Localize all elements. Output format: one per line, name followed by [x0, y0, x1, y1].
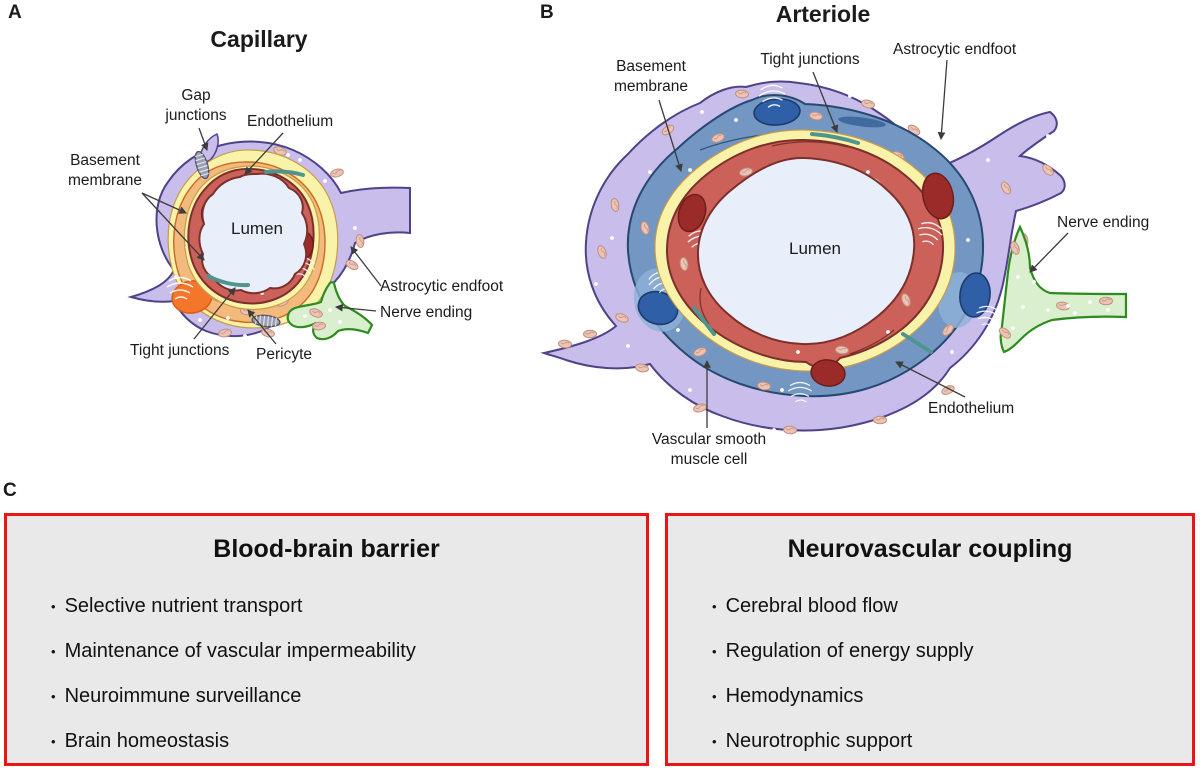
leader-tight-junctions-a: [193, 287, 236, 340]
tight-junction-mark: [810, 132, 860, 145]
leader-tight-junctions-b: [812, 71, 839, 133]
bullet-icon: •: [51, 689, 56, 704]
endothelial-flap: [771, 141, 849, 148]
label-tight-junctions-a: Tight junctions: [130, 342, 230, 359]
leader-lines: [141, 59, 1069, 428]
lumen-shape: [198, 172, 309, 295]
endothelial-nucleus: [810, 359, 846, 387]
bullet-icon: •: [712, 689, 717, 704]
list-item: • Brain homeostasis: [51, 719, 626, 764]
label-gap-junctions: Gap junctions: [165, 87, 227, 124]
list-item: • Selective nutrient transport: [51, 584, 626, 629]
tight-junction-mark: [206, 274, 250, 288]
endothelial-flap: [699, 287, 710, 325]
bullet-icon: •: [51, 599, 56, 614]
label-astrocytic-endfoot-b: Astrocytic endfoot: [893, 41, 1017, 58]
label-basement-membrane-a: Basement membrane: [67, 152, 143, 189]
arteriole-diagram: [540, 80, 1128, 435]
leader-nerve-ending-a: [334, 303, 377, 312]
label-endothelium-b: Endothelium: [928, 400, 1015, 417]
box-title-nvc: Neurovascular coupling: [787, 535, 1073, 563]
bbb-list: • Selective nutrient transport • Maintenan…: [7, 584, 646, 764]
list-item: • Hemodynamics: [712, 674, 1172, 719]
tight-junction-mark: [264, 169, 305, 177]
leader-pericyte: [247, 309, 277, 345]
label-nerve-ending-b: Nerve ending: [1057, 214, 1150, 231]
panel-b-title: Arteriole: [775, 1, 871, 27]
leader-basement-membrane-a1: [141, 192, 187, 214]
endothelial-nucleus: [921, 172, 955, 220]
smooth-muscle-nucleus: [959, 272, 991, 318]
diagram-canvas: [127, 59, 1128, 435]
bullet-icon: •: [51, 734, 56, 749]
label-nerve-ending-a: Nerve ending: [380, 304, 473, 321]
list-item: • Maintenance of vascular impermeability: [51, 629, 626, 674]
box-title-bbb: Blood-brain barrier: [213, 535, 440, 563]
smooth-muscle-nucleus: [637, 290, 679, 326]
list-item: • Regulation of energy supply: [712, 629, 1172, 674]
bullet-icon: •: [712, 734, 717, 749]
list-item: • Neurotrophic support: [712, 719, 1172, 764]
smooth-muscle-nucleus: [753, 98, 801, 126]
label-endothelium-a: Endothelium: [247, 113, 334, 130]
label-tight-junctions-b: Tight junctions: [760, 51, 860, 68]
label-smooth-muscle: Vascular smooth muscle cell: [651, 431, 767, 468]
panel-letter-b: B: [540, 2, 554, 23]
neurovascular-coupling-box: Neurovascular coupling • Cerebral blood f…: [665, 513, 1195, 766]
list-item-text: Maintenance of vascular impermeability: [64, 640, 416, 662]
list-item-text: Brain homeostasis: [64, 730, 230, 752]
list-item-text: Neuroimmune surveillance: [64, 685, 302, 707]
tight-junction-mark: [901, 332, 933, 354]
nvc-list: • Cerebral blood flow • Regulation of ener…: [668, 584, 1192, 764]
label-lumen-a: Lumen: [231, 219, 283, 238]
list-item-text: Regulation of energy supply: [725, 640, 974, 662]
list-item-text: Hemodynamics: [725, 685, 864, 707]
panel-letter-c: C: [3, 480, 17, 501]
leader-nerve-ending-b: [1029, 232, 1069, 273]
lumen-shape: [696, 156, 916, 346]
endothelial-nucleus: [677, 193, 707, 233]
smooth-muscle-cell-boundary: [838, 116, 886, 128]
list-item-text: Neurotrophic support: [725, 730, 913, 752]
bullet-icon: •: [51, 644, 56, 659]
label-lumen-b: Lumen: [789, 239, 841, 258]
leader-basement-membrane-a2: [141, 192, 205, 261]
leader-endothelium-a: [244, 132, 284, 175]
panel-letter-a: A: [8, 2, 22, 23]
bullet-icon: •: [712, 644, 717, 659]
list-item: • Cerebral blood flow: [712, 584, 1172, 629]
leader-endothelium-b: [895, 361, 966, 398]
endothelial-flap: [849, 329, 895, 355]
list-item-text: Selective nutrient transport: [64, 595, 303, 617]
nerve-ending-shape: [999, 224, 1128, 354]
tight-junction-mark: [692, 306, 716, 336]
leader-astrocytic-endfoot-a: [350, 246, 382, 287]
label-astrocytic-endfoot-a: Astrocytic endfoot: [380, 278, 504, 295]
list-item-text: Cerebral blood flow: [725, 595, 898, 617]
label-basement-membrane-b: Basement membrane: [613, 58, 689, 95]
bullet-icon: •: [712, 599, 717, 614]
blood-brain-barrier-box: Blood-brain barrier • Selective nutrient …: [4, 513, 649, 766]
capillary-diagram: [127, 132, 411, 341]
leader-basement-membrane-b: [658, 99, 683, 172]
list-item: • Neuroimmune surveillance: [51, 674, 626, 719]
leader-astrocytic-endfoot-b: [937, 59, 948, 141]
label-pericyte: Pericyte: [256, 346, 312, 363]
panel-a-title: Capillary: [210, 26, 308, 52]
leader-gap-junctions: [198, 127, 209, 151]
